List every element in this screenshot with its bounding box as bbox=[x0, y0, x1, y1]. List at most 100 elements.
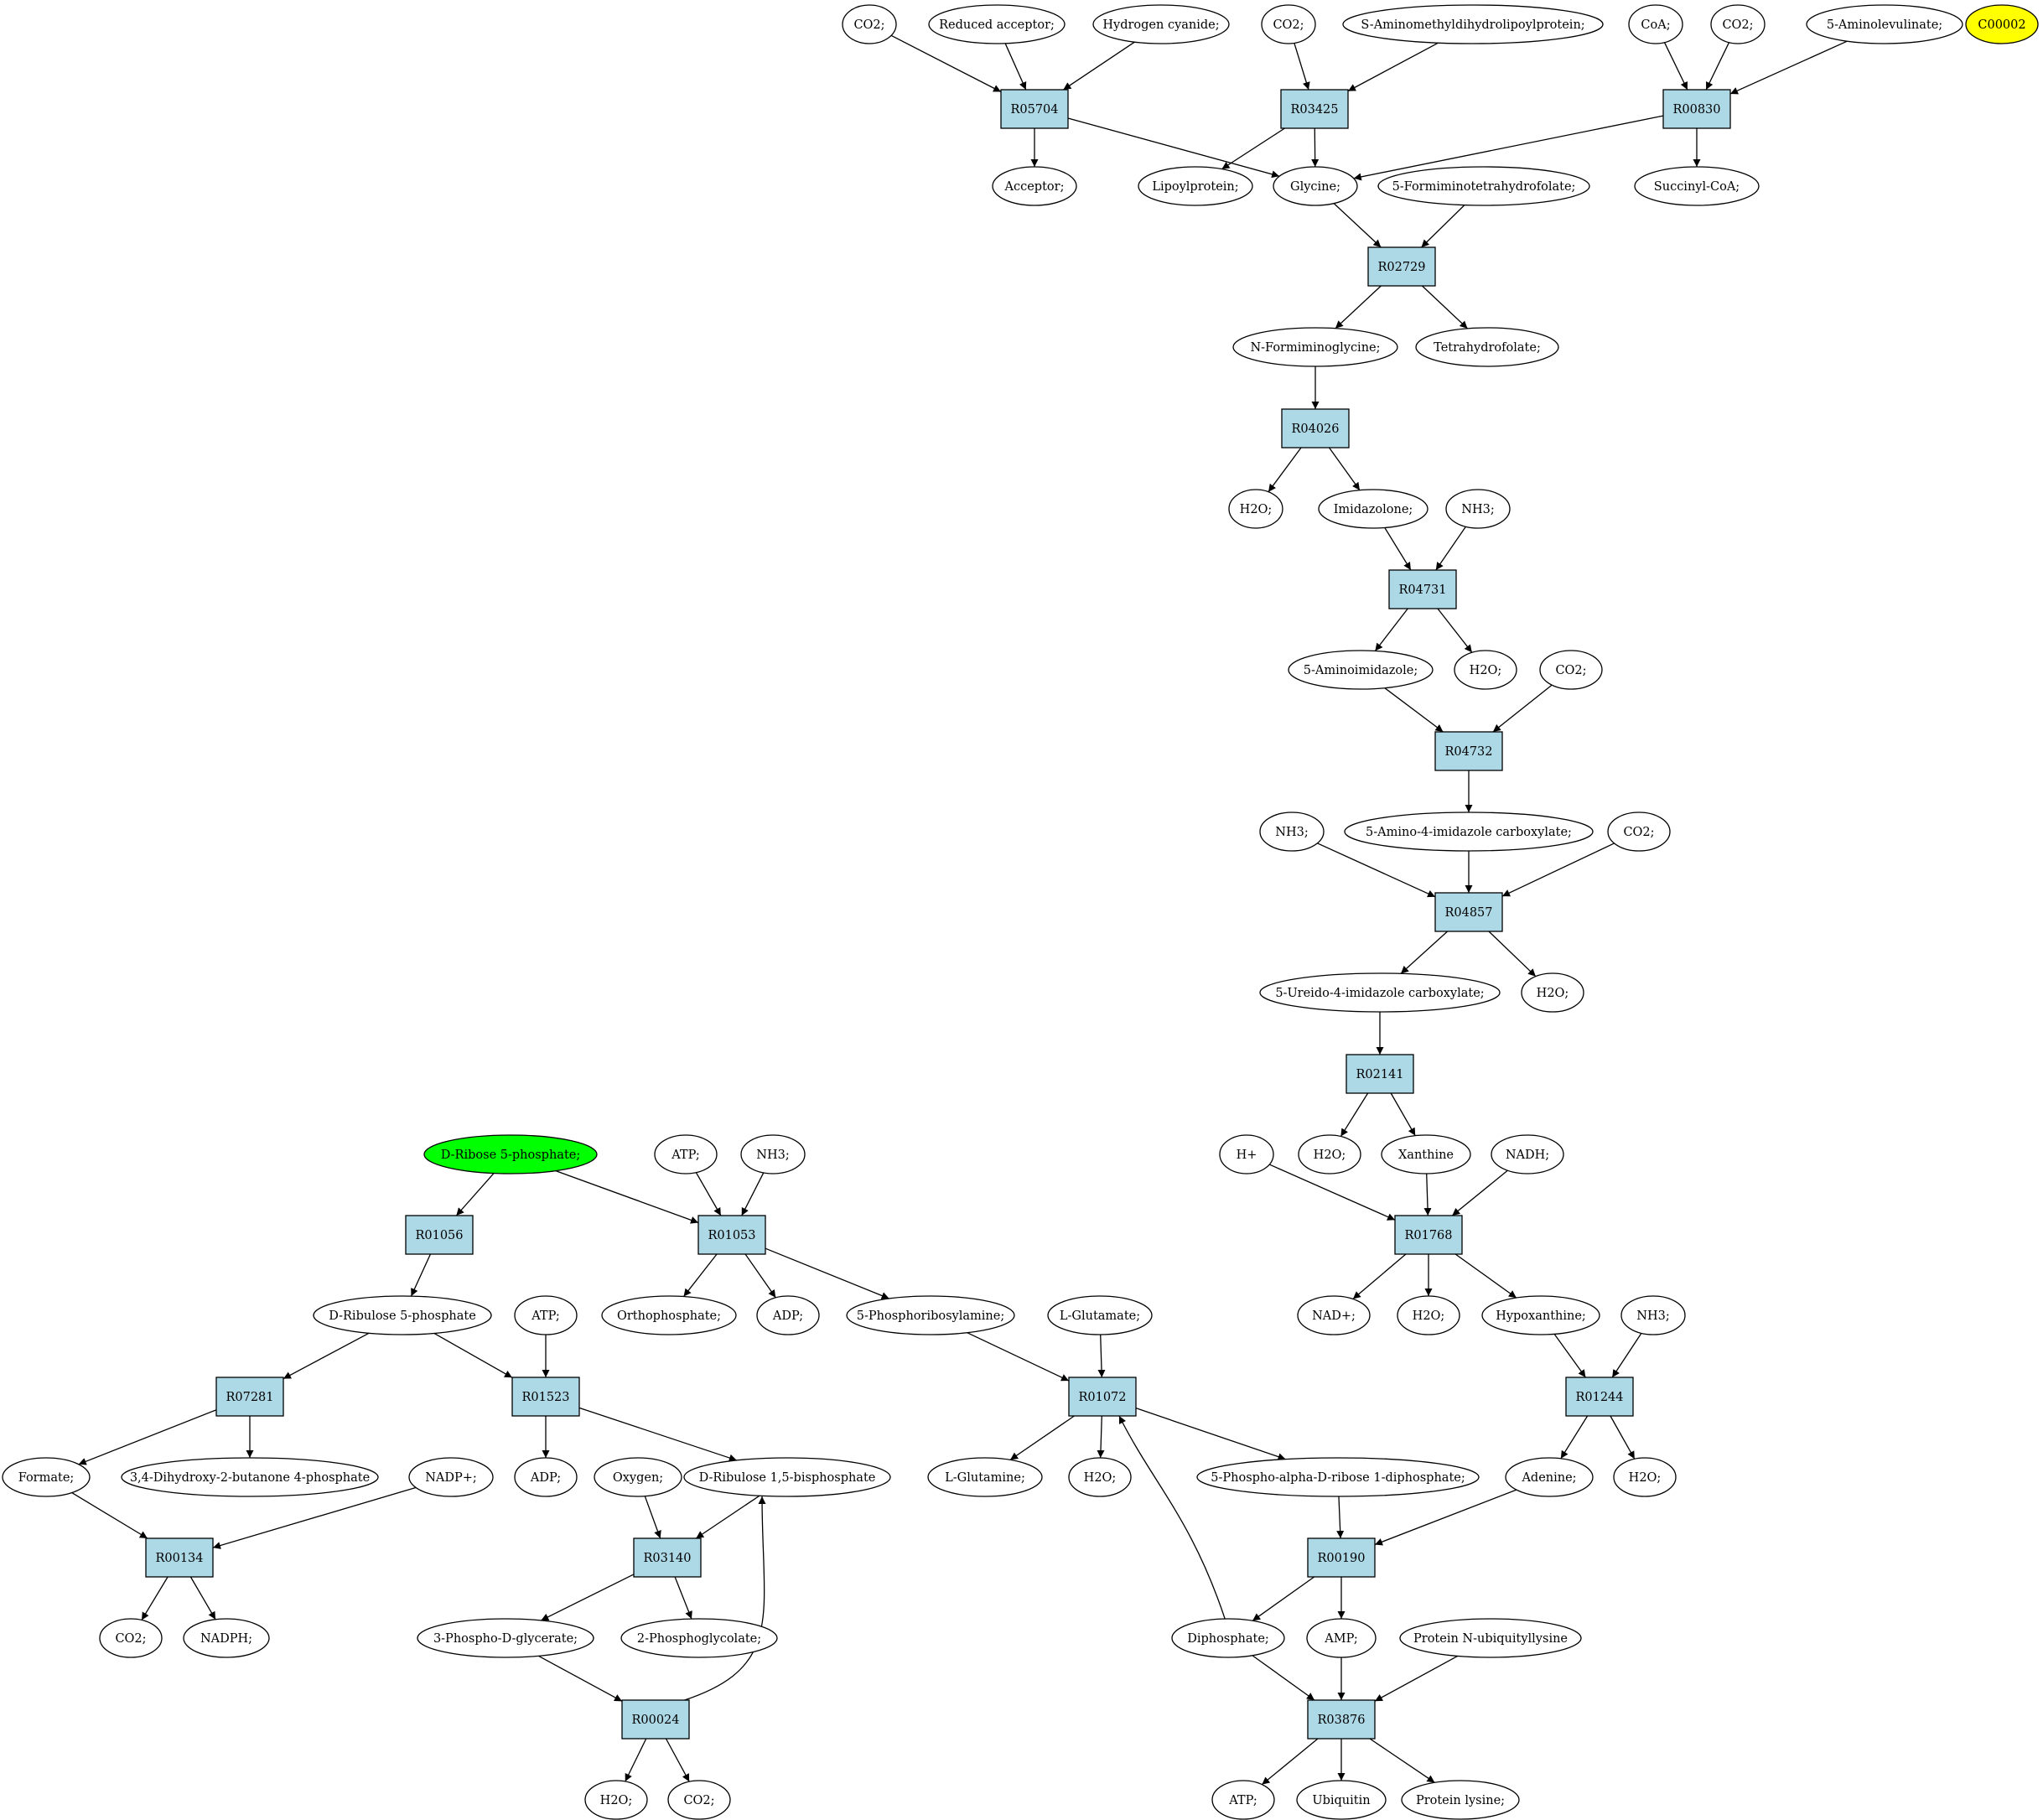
compound-ellipse bbox=[1634, 166, 1760, 206]
reaction-box bbox=[621, 1699, 690, 1740]
reaction-box bbox=[1307, 1699, 1376, 1740]
node-label: 5-Formiminotetrahydrofolate; bbox=[1392, 180, 1576, 194]
compound-ellipse bbox=[1401, 1780, 1520, 1820]
compound-node: D-Ribulose 5-phosphate bbox=[313, 1295, 492, 1335]
edge-c_samdlp-to-r_R03425 bbox=[1347, 42, 1439, 92]
edge-c_5pra-to-r_R01072 bbox=[967, 1332, 1070, 1382]
source-compound-ellipse bbox=[423, 1134, 598, 1174]
compound-node: D-Ribose 5-phosphate; bbox=[423, 1134, 598, 1174]
compound-node: Glycine; bbox=[1273, 166, 1358, 206]
reaction-node-R01053: R01053 bbox=[697, 1215, 766, 1255]
node-label: R04731 bbox=[1398, 583, 1446, 597]
edge-r_R00024-to-c_co2_7 bbox=[665, 1738, 690, 1782]
reaction-box bbox=[1662, 89, 1731, 129]
node-label: Protein N-ubiquityllysine bbox=[1413, 1632, 1568, 1646]
compound-node: Ubiquitin bbox=[1296, 1780, 1387, 1820]
compound-node: H2O; bbox=[1228, 489, 1283, 529]
compound-node: CoA; bbox=[1628, 4, 1683, 44]
node-label: R01056 bbox=[415, 1229, 463, 1242]
reaction-node-R02141: R02141 bbox=[1346, 1054, 1414, 1094]
compound-node: Oxygen; bbox=[594, 1457, 682, 1497]
node-label: Protein lysine; bbox=[1416, 1794, 1505, 1807]
edge-c_lglu-to-r_R01072 bbox=[1097, 1334, 1106, 1378]
compound-ellipse bbox=[1171, 1618, 1285, 1658]
compound-ellipse bbox=[514, 1295, 578, 1335]
node-label: ATP; bbox=[671, 1149, 699, 1162]
node-label: NADH; bbox=[1506, 1149, 1549, 1162]
compound-ellipse bbox=[99, 1618, 163, 1658]
compound-ellipse bbox=[1228, 489, 1283, 529]
edge-c_5fthf-to-r_R02729 bbox=[1421, 205, 1465, 248]
edge-r_R04857-to-c_h2o_3 bbox=[1488, 931, 1537, 977]
compound-ellipse bbox=[601, 1295, 737, 1335]
edge-r_R01053-to-c_5pra bbox=[765, 1247, 889, 1299]
compound-ellipse bbox=[1445, 489, 1511, 529]
edge-r_R02141-to-c_xanthine bbox=[1390, 1092, 1416, 1137]
compound-node: Formate; bbox=[2, 1457, 91, 1497]
target-compound-ellipse bbox=[1965, 4, 2039, 44]
node-label: H2O; bbox=[1413, 1309, 1445, 1323]
compound-node: Diphosphate; bbox=[1171, 1618, 1285, 1658]
compound-node: 5-Aminoimidazole; bbox=[1288, 650, 1434, 690]
reaction-node-R07281: R07281 bbox=[215, 1377, 284, 1417]
compound-node: 5-Amino-4-imidazole carboxylate; bbox=[1344, 811, 1594, 852]
node-label: NADP+; bbox=[425, 1471, 477, 1485]
compound-node: D-Ribulose 1,5-bisphosphate bbox=[683, 1457, 891, 1497]
reaction-node-R00830: R00830 bbox=[1662, 89, 1731, 129]
node-label: R01053 bbox=[708, 1229, 755, 1242]
compound-ellipse bbox=[1298, 1134, 1361, 1174]
edge-c_nadpplus-to-r_R00134 bbox=[212, 1486, 417, 1549]
node-label: ATP; bbox=[1228, 1794, 1257, 1807]
edge-c_5ala-to-r_R00830 bbox=[1729, 40, 1848, 95]
node-label: R00024 bbox=[631, 1714, 679, 1727]
edge-c_dr5p-to-r_R01056 bbox=[455, 1173, 495, 1216]
node-label: R00190 bbox=[1317, 1552, 1365, 1565]
compound-node: CO2; bbox=[1261, 4, 1316, 44]
edge-c_hplus-to-r_R01768 bbox=[1268, 1164, 1396, 1221]
compound-node: NH3; bbox=[740, 1134, 806, 1174]
compound-ellipse bbox=[1232, 327, 1398, 367]
reaction-box bbox=[1394, 1215, 1463, 1255]
edge-r_R04026-to-c_h2o_1 bbox=[1268, 447, 1302, 493]
compound-node: AMP; bbox=[1306, 1618, 1377, 1658]
node-label: Orthophosphate; bbox=[617, 1309, 721, 1323]
edge-c_co2_3-to-r_R00830 bbox=[1705, 42, 1730, 91]
compound-node: 5-Formiminotetrahydrofolate; bbox=[1377, 166, 1590, 206]
compound-ellipse bbox=[1415, 327, 1559, 367]
node-label: H2O; bbox=[1629, 1471, 1662, 1485]
edge-r_R04857-to-c_5u4ic bbox=[1400, 931, 1449, 974]
edge-r_R00024-to-c_h2o_8 bbox=[625, 1738, 647, 1782]
node-label: R00134 bbox=[155, 1552, 203, 1565]
compound-node: L-Glutamine; bbox=[927, 1457, 1043, 1497]
compound-node: ATP; bbox=[1211, 1780, 1275, 1820]
compound-ellipse bbox=[1047, 1295, 1153, 1335]
compound-ellipse bbox=[1259, 972, 1501, 1013]
reaction-node-R04857: R04857 bbox=[1434, 892, 1503, 932]
compound-node: 3,4-Dihydroxy-2-butanone 4-phosphate bbox=[121, 1457, 379, 1497]
node-label: CO2; bbox=[1555, 664, 1586, 677]
node-label: CO2; bbox=[1623, 826, 1654, 839]
compound-node: 5-Phospho-alpha-D-ribose 1-diphosphate; bbox=[1196, 1457, 1480, 1497]
edge-r_R02729-to-c_nfgly bbox=[1335, 285, 1382, 329]
node-label: H2O; bbox=[1084, 1471, 1117, 1485]
compound-ellipse bbox=[1710, 4, 1766, 44]
node-label: CO2; bbox=[853, 18, 884, 32]
reaction-box bbox=[1565, 1377, 1634, 1417]
compound-ellipse bbox=[1521, 972, 1584, 1013]
reaction-node-R04731: R04731 bbox=[1388, 569, 1457, 609]
compound-ellipse bbox=[654, 1134, 718, 1174]
compound-node: Acceptor; bbox=[992, 166, 1077, 206]
compound-node: CO2; bbox=[99, 1618, 163, 1658]
compound-ellipse bbox=[1397, 1295, 1460, 1335]
edge-c_nh3_4-to-r_R01053 bbox=[741, 1172, 765, 1216]
reaction-node-R00134: R00134 bbox=[145, 1537, 214, 1578]
reaction-box bbox=[1000, 89, 1069, 129]
edge-r_R01768-to-c_nadplus bbox=[1352, 1253, 1407, 1300]
node-label: R02729 bbox=[1377, 261, 1425, 274]
compound-node: 5-Aminolevulinate; bbox=[1806, 4, 1963, 44]
node-label: R04857 bbox=[1444, 906, 1492, 920]
edge-r_R01244-to-c_h2o_6 bbox=[1610, 1415, 1636, 1460]
compound-ellipse bbox=[992, 166, 1077, 206]
compound-node: NH3; bbox=[1620, 1295, 1686, 1335]
compound-ellipse bbox=[1297, 1295, 1371, 1335]
